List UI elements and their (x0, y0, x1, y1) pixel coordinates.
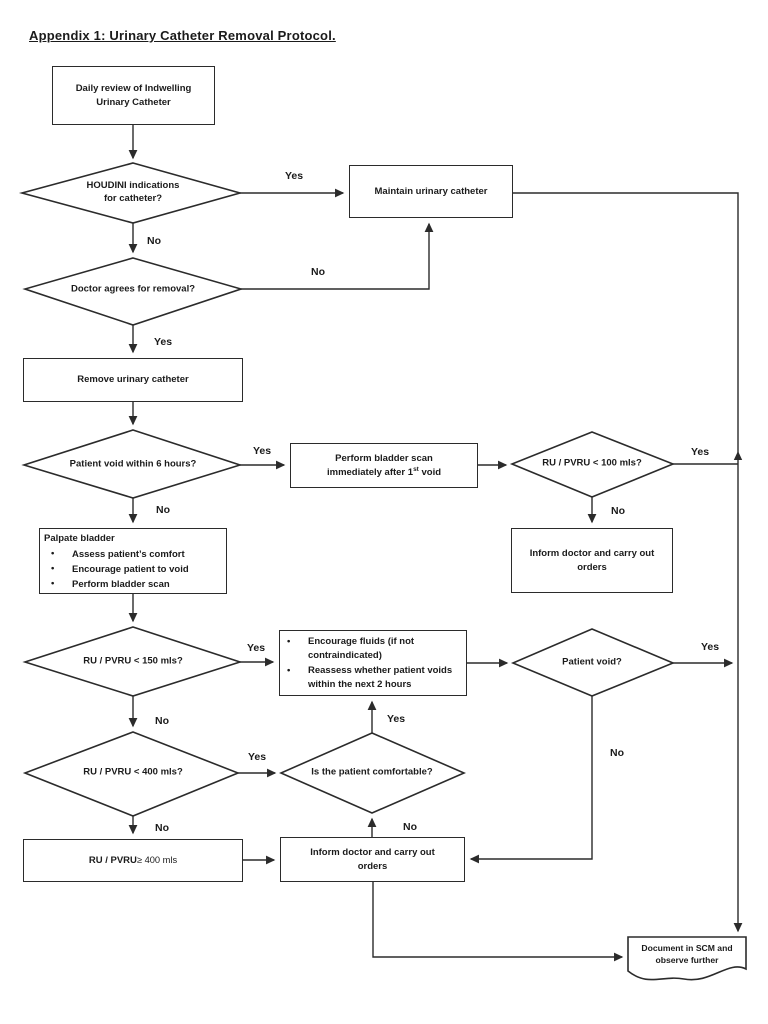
palpate-bullet-3: • Perform bladder scan (44, 577, 222, 592)
node-document-scm: Document in SCM and observe further (630, 942, 744, 967)
diamond-comfortable (279, 732, 467, 814)
edge-label-ru150-no: No (155, 715, 169, 727)
palpate-bullet-2-text: Encourage patient to void (72, 563, 189, 575)
edge-right-rail (513, 192, 743, 933)
node-daily-review-line2: Urinary Catheter (96, 96, 171, 108)
bullet-icon: • (51, 562, 55, 574)
node-bladder-scan-line2: immediately after 1st void (327, 466, 441, 479)
diamond-ru-150 (22, 626, 243, 697)
edge-label-comfortable-yes: Yes (386, 713, 406, 725)
edge-label-doctor-yes: Yes (153, 336, 173, 348)
encourage-bullet-1-text: Encourage fluids (if not contraindicated… (308, 636, 415, 662)
edge-patientvoid-no-line (469, 696, 593, 864)
junction-arrow-up (733, 451, 743, 460)
node-ru-400-plus: RU / PVRU ≥ 400 mls (23, 839, 243, 882)
palpate-bullet-1-text: Assess patient’s comfort (72, 548, 185, 560)
bullet-icon: • (287, 664, 291, 676)
edge-label-void6-yes: Yes (252, 445, 272, 457)
edge-label-ru100-yes: Yes (690, 446, 710, 458)
decision-shapes (18, 162, 747, 981)
edge-label-ru400-yes: Yes (247, 751, 267, 763)
diamond-void-6h (21, 429, 243, 499)
palpate-heading: Palpate bladder (44, 533, 115, 544)
palpate-bullet-3-text: Perform bladder scan (72, 579, 170, 591)
node-inform-doctor-2: Inform doctor and carry out orders (280, 837, 465, 882)
ru400plus-prefix: RU / PVRU (88, 854, 137, 866)
scan-line2-post: void (418, 466, 442, 478)
bullet-icon: • (51, 578, 55, 590)
node-encourage-fluids: • Encourage fluids (if not contraindicat… (279, 630, 467, 696)
bullet-icon: • (287, 636, 291, 647)
edge-label-ru100-no: No (611, 505, 625, 517)
inform1-line2: orders (577, 561, 607, 573)
edge-label-houdini-yes: Yes (284, 170, 304, 182)
scan-line2-sup: st (413, 465, 419, 473)
node-bladder-scan-line1: Perform bladder scan (335, 453, 433, 465)
diamond-patient-void (510, 628, 676, 697)
encourage-bullet-1: • Encourage fluids (if not contraindicat… (284, 635, 462, 664)
inform2-line2: orders (357, 860, 388, 872)
node-remove-catheter: Remove urinary catheter (23, 358, 243, 402)
page-title: Appendix 1: Urinary Catheter Removal Pro… (29, 28, 336, 43)
edge-label-void6-no: No (156, 504, 170, 516)
node-remove-label: Remove urinary catheter (77, 374, 189, 386)
diamond-houdini (18, 162, 243, 224)
edge-label-ru400-no: No (155, 822, 169, 834)
node-daily-review-line1: Daily review of Indwelling (75, 83, 192, 95)
node-bladder-scan: Perform bladder scan immediately after 1… (290, 443, 478, 488)
edges (128, 125, 743, 962)
edge-doctor-no-line (241, 222, 434, 290)
document-line2: observe further (655, 955, 719, 966)
edge-label-houdini-no: No (147, 235, 161, 247)
document-shape (627, 936, 747, 981)
inform2-line1: Inform doctor and carry out (310, 847, 435, 859)
edge-label-ru150-yes: Yes (246, 642, 266, 654)
node-inform-doctor-1: Inform doctor and carry out orders (511, 528, 673, 593)
palpate-bullet-2: • Encourage patient to void (44, 562, 222, 577)
diamond-doctor-agrees (22, 257, 244, 326)
bullet-icon: • (51, 547, 55, 559)
scan-line2-pre: immediately after 1 (326, 466, 414, 478)
inform1-line1: Inform doctor and carry out (529, 548, 655, 560)
encourage-bullet-2-text: Reassess whether patient voids within th… (308, 664, 453, 690)
edge-label-comfortable-no: No (403, 821, 417, 833)
diamond-ru-100 (509, 431, 676, 498)
edge-label-patient-void-yes: Yes (700, 641, 720, 653)
edge-inform2-to-document (372, 882, 624, 962)
encourage-bullet-2: • Reassess whether patient voids within … (284, 664, 462, 693)
node-daily-review: Daily review of Indwelling Urinary Cathe… (52, 66, 215, 125)
palpate-bullet-1: • Assess patient’s comfort (44, 547, 222, 562)
node-maintain-label: Maintain urinary catheter (374, 185, 488, 197)
diamond-ru-400 (22, 731, 241, 817)
node-maintain-catheter: Maintain urinary catheter (349, 165, 513, 218)
edge-label-doctor-no: No (311, 266, 325, 278)
ru400plus-suffix: ≥ 400 mls (136, 855, 178, 866)
node-palpate-bladder: Palpate bladder • Assess patient’s comfo… (39, 528, 227, 594)
edge-label-patient-void-no: No (610, 747, 624, 759)
document-line1: Document in SCM and (641, 943, 733, 953)
